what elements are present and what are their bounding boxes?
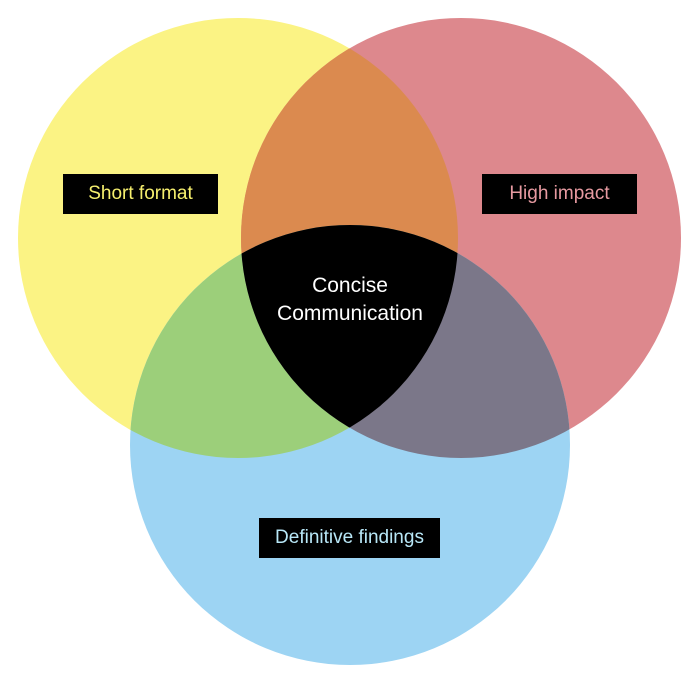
center-label-line1: Concise (312, 274, 388, 297)
high-impact-label: High impact (482, 174, 637, 214)
definitive-findings-label: Definitive findings (259, 518, 440, 558)
center-label: Concise Communication (250, 272, 450, 328)
short-format-text: Short format (88, 183, 193, 204)
definitive-findings-text: Definitive findings (275, 527, 424, 548)
short-format-label: Short format (63, 174, 218, 214)
center-label-line2: Communication (277, 302, 423, 325)
high-impact-text: High impact (509, 183, 610, 204)
